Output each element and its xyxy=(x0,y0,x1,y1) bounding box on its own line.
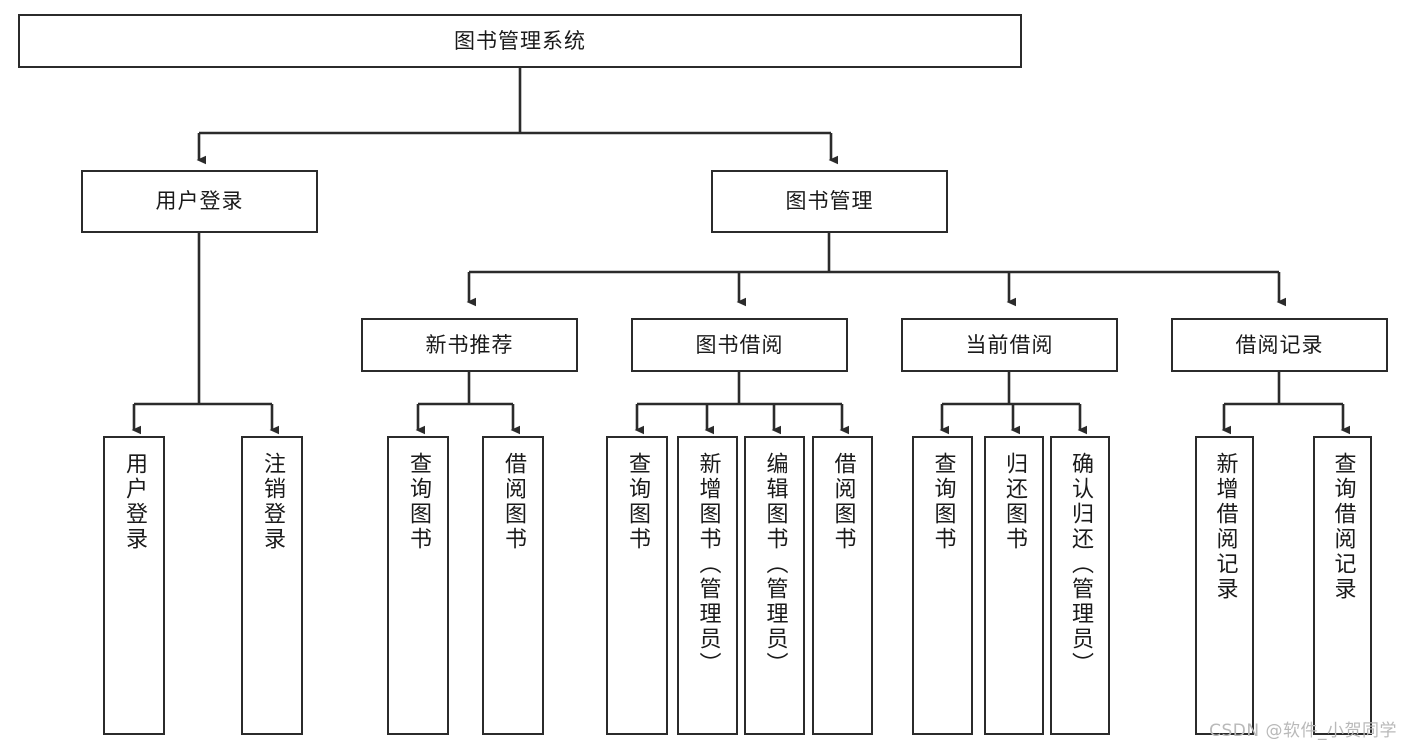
watermark: CSDN @软件_小贺同学 xyxy=(1209,721,1397,741)
leaf-label: 借阅图书 xyxy=(501,452,526,552)
node-borrow-record[interactable]: 借阅记录 xyxy=(1171,318,1388,372)
leaf-label: 查询图书 xyxy=(930,452,956,552)
leaf-label: 确认归还（管理员） xyxy=(1068,452,1093,677)
leaf-label: 查询借阅记录 xyxy=(1330,452,1356,602)
leaf-label: 归还图书 xyxy=(1002,452,1027,552)
node-book-management-label: 图书管理 xyxy=(785,189,874,214)
leaf-current-borrow-return[interactable]: 归还图书 xyxy=(984,436,1044,735)
leaf-label: 新增图书（管理员） xyxy=(695,452,721,677)
node-book-borrow[interactable]: 图书借阅 xyxy=(631,318,848,372)
leaf-borrow-record-add[interactable]: 新增借阅记录 xyxy=(1195,436,1254,735)
leaf-new-book-query[interactable]: 查询图书 xyxy=(387,436,449,735)
leaf-book-borrow-add[interactable]: 新增图书（管理员） xyxy=(677,436,738,735)
leaf-label: 借阅图书 xyxy=(830,452,856,552)
node-user-login[interactable]: 用户登录 xyxy=(81,170,318,233)
node-book-borrow-label: 图书借阅 xyxy=(695,332,784,357)
leaf-label: 查询图书 xyxy=(406,452,431,552)
node-book-management[interactable]: 图书管理 xyxy=(711,170,948,233)
leaf-label: 用户登录 xyxy=(122,452,147,552)
node-new-book-recommend-label: 新书推荐 xyxy=(425,332,514,357)
leaf-label: 新增借阅记录 xyxy=(1212,452,1238,602)
leaf-current-borrow-confirm[interactable]: 确认归还（管理员） xyxy=(1050,436,1110,735)
node-new-book-recommend[interactable]: 新书推荐 xyxy=(361,318,578,372)
node-root[interactable]: 图书管理系统 xyxy=(18,14,1022,68)
leaf-label: 注销登录 xyxy=(260,452,285,552)
leaf-book-borrow-edit[interactable]: 编辑图书（管理员） xyxy=(744,436,805,735)
node-current-borrow[interactable]: 当前借阅 xyxy=(901,318,1118,372)
leaf-user-login-signout[interactable]: 注销登录 xyxy=(241,436,303,735)
node-root-label: 图书管理系统 xyxy=(454,28,586,53)
leaf-book-borrow-query[interactable]: 查询图书 xyxy=(606,436,668,735)
leaf-borrow-record-query[interactable]: 查询借阅记录 xyxy=(1313,436,1372,735)
leaf-label: 查询图书 xyxy=(625,452,650,552)
leaf-label: 编辑图书（管理员） xyxy=(762,452,788,677)
leaf-current-borrow-query[interactable]: 查询图书 xyxy=(912,436,973,735)
node-current-borrow-label: 当前借阅 xyxy=(965,332,1054,357)
leaf-user-login-signin[interactable]: 用户登录 xyxy=(103,436,165,735)
leaf-book-borrow-lend[interactable]: 借阅图书 xyxy=(812,436,873,735)
leaf-new-book-borrow[interactable]: 借阅图书 xyxy=(482,436,544,735)
node-borrow-record-label: 借阅记录 xyxy=(1235,332,1324,357)
node-user-login-label: 用户登录 xyxy=(155,189,244,214)
